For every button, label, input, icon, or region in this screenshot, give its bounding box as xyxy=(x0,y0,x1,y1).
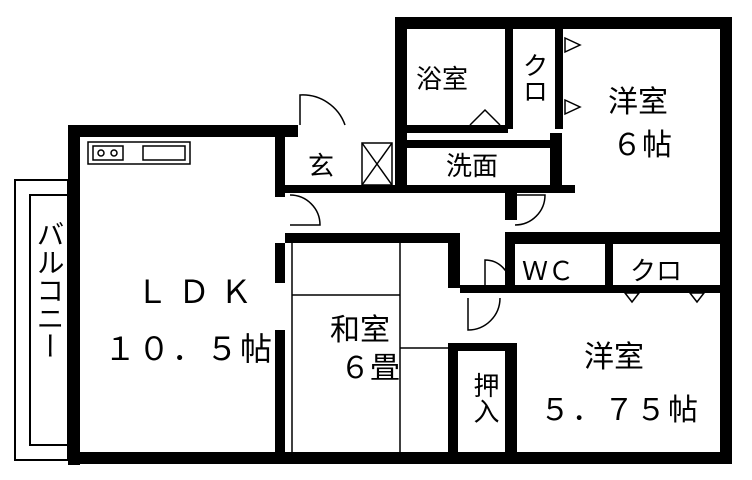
bath-label: 浴室 xyxy=(416,65,468,95)
ldk-label: ＬＤＫ xyxy=(136,273,262,311)
ldk-size: １０．５帖 xyxy=(104,330,274,368)
washroom-label: 洗面 xyxy=(446,152,498,182)
interior-walls xyxy=(275,29,732,452)
washitsu-label: 和室 xyxy=(330,313,390,348)
washitsu-size: ６畳 xyxy=(340,351,400,386)
yoshitsu-lower-size: ５．７５帖 xyxy=(540,393,700,428)
yoshitsu-upper-label: 洋室 xyxy=(608,85,668,120)
balcony-label: バルコニー xyxy=(33,220,66,360)
balcony: バルコニー xyxy=(14,179,69,461)
outer-walls xyxy=(68,17,732,465)
entrance-label: 玄 xyxy=(308,152,334,182)
yoshitsu-upper-size: ６帖 xyxy=(612,128,672,163)
oshiire-label: 押入 xyxy=(469,372,499,424)
windows xyxy=(69,70,729,440)
closet-doors xyxy=(564,36,706,304)
closet-lower-label: クロ xyxy=(630,257,682,287)
tatami-lines xyxy=(291,243,448,452)
closet-upper-label: クロ xyxy=(518,52,548,104)
kitchen-counter xyxy=(87,141,191,165)
yoshitsu-lower-label: 洋室 xyxy=(584,340,644,375)
toilet-label: ＷＣ xyxy=(522,257,574,287)
shoe-box xyxy=(361,142,393,186)
doors xyxy=(289,94,546,331)
